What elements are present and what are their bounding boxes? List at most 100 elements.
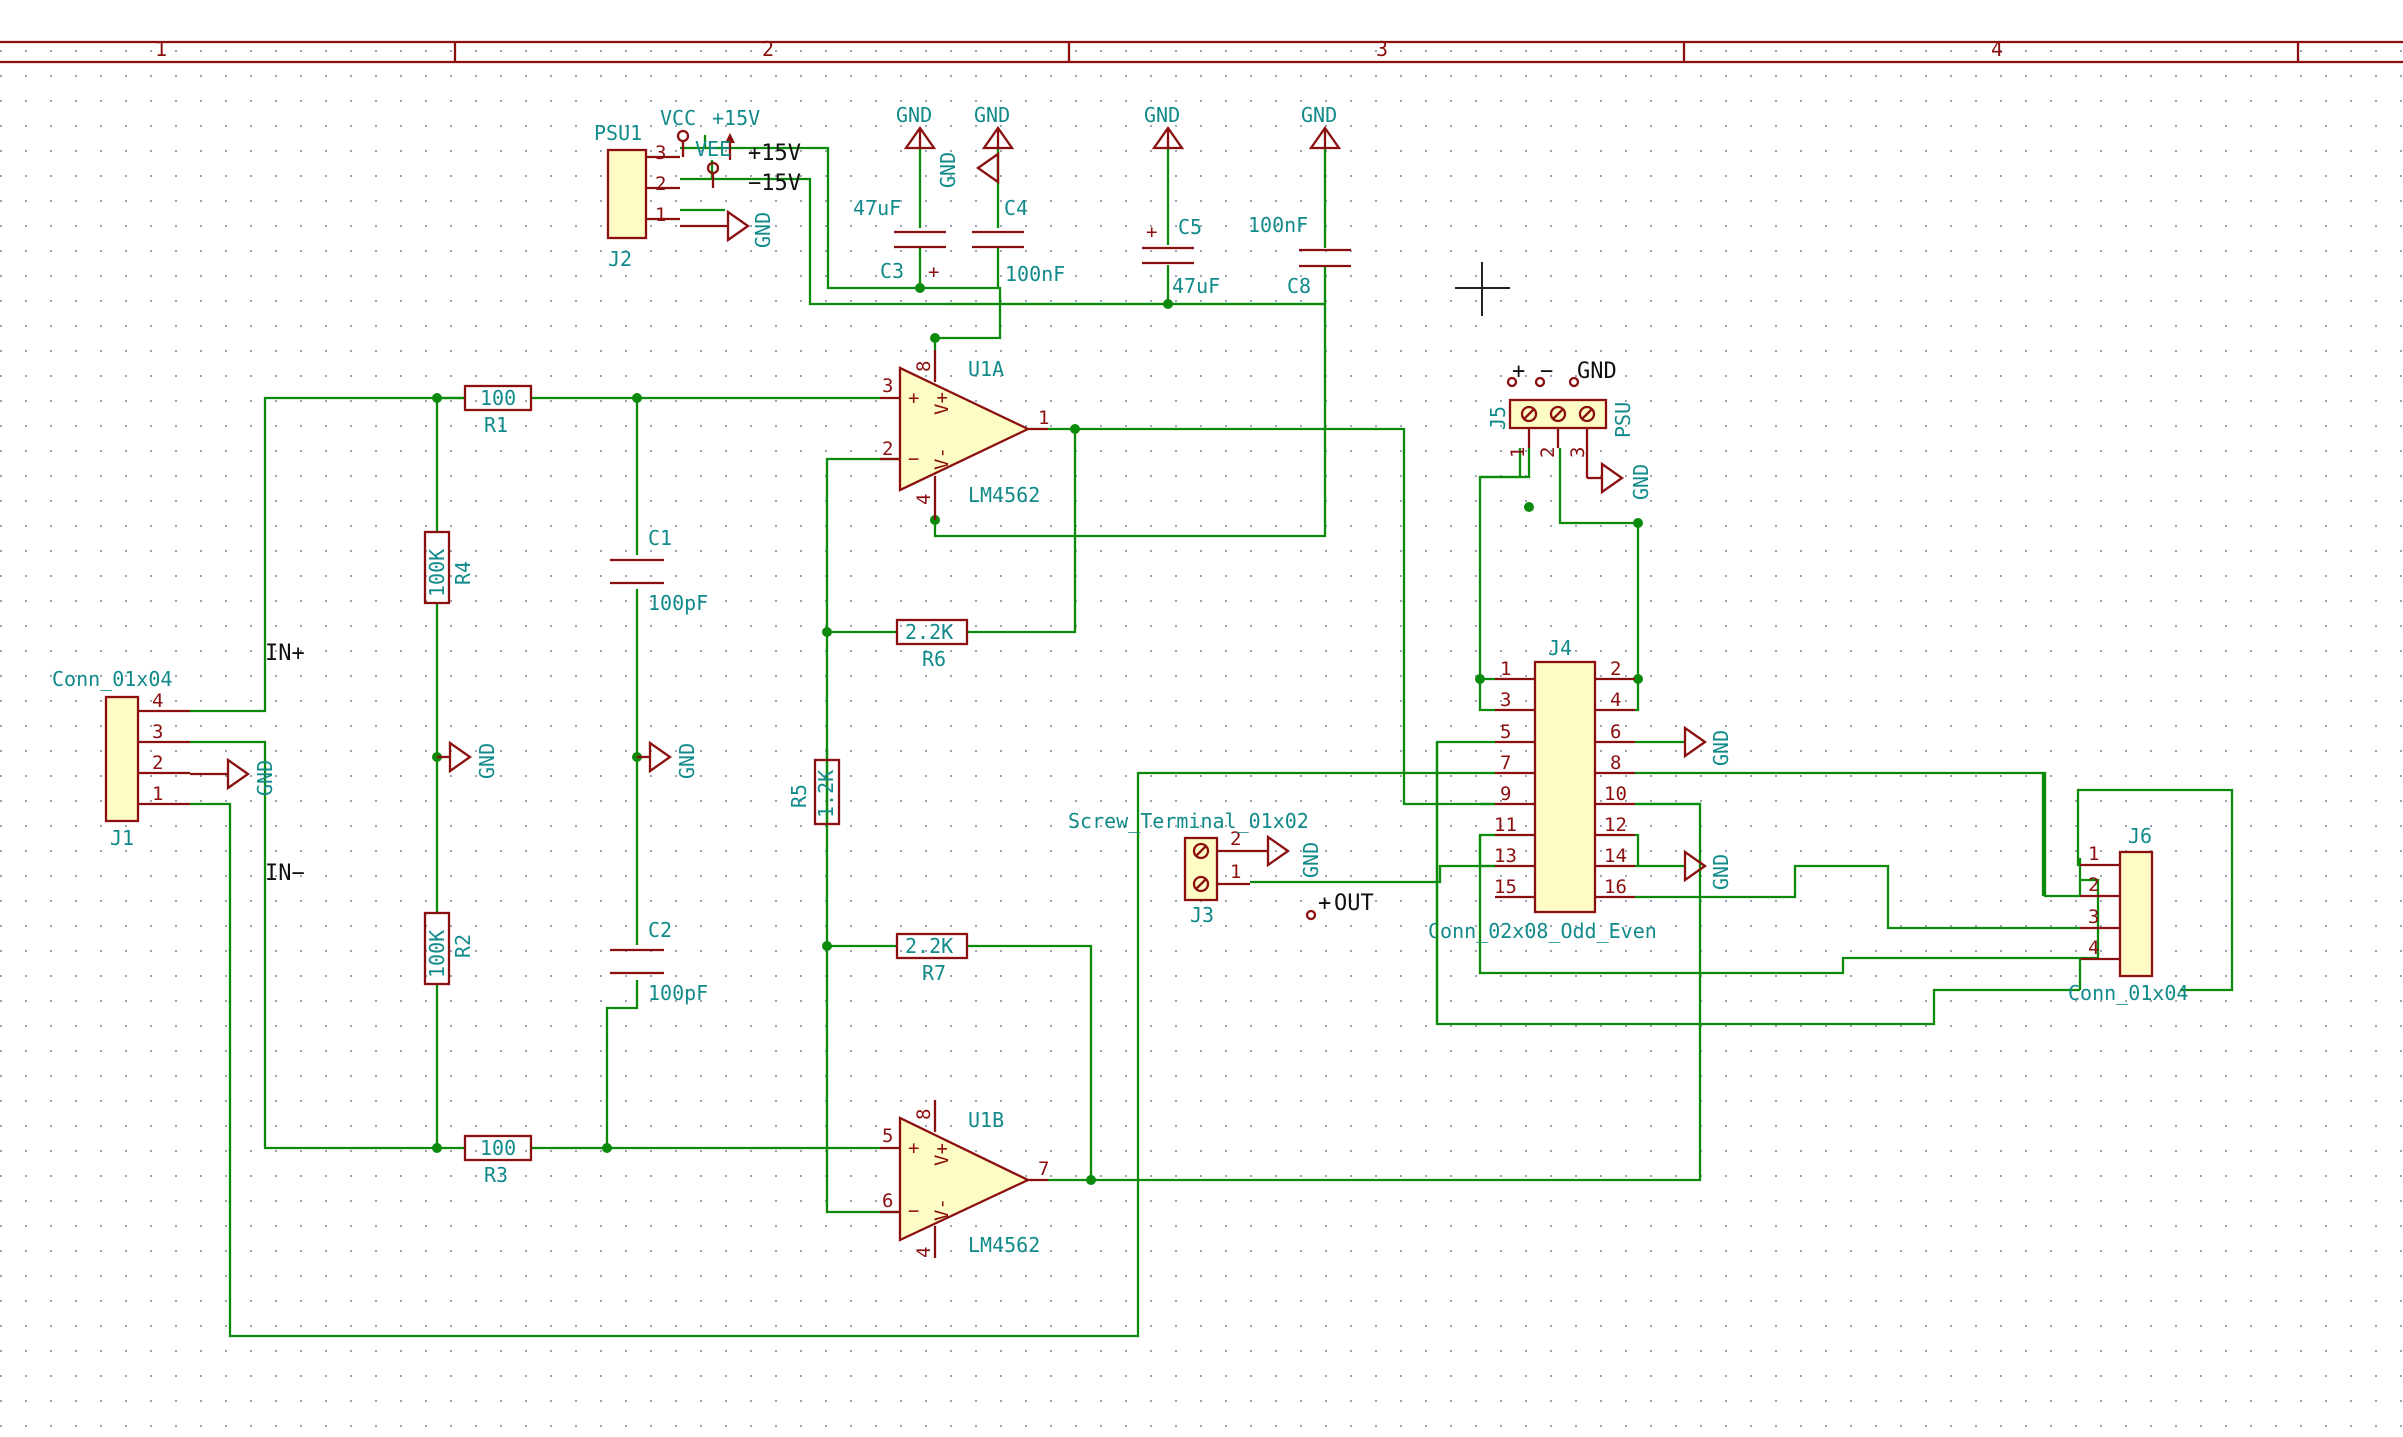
capacitor-c3[interactable]: 47uF C3 + [853, 196, 946, 283]
j1-pin3: 3 [152, 721, 163, 743]
j6-pin2: 2 [2088, 874, 2099, 896]
connector-j1[interactable]: Conn_01x04 J1 4 3 2 1 [52, 667, 190, 850]
cursor-crosshair [1455, 262, 1510, 316]
u1a-pin1: 1 [1038, 407, 1049, 429]
gnd-label-sideways: GND [936, 152, 960, 188]
c2-ref: C2 [648, 918, 672, 942]
gnd-label-c5: GND [1144, 103, 1180, 127]
resistor-r2[interactable]: 100K R2 [423, 911, 475, 986]
resistor-r6[interactable]: 2.2K R6 [895, 618, 969, 671]
gnd-label-j3: GND [1299, 842, 1323, 878]
resistor-r3[interactable]: 100 R3 [463, 1134, 533, 1187]
u1b-plus: + [908, 1137, 919, 1159]
gnd-label-c4: GND [974, 103, 1010, 127]
resistor-r4[interactable]: 100K R4 [423, 530, 475, 605]
gnd-top: GND GND GND GND GND [896, 103, 1342, 188]
psu1-gnd-symbol: GND [680, 209, 775, 248]
j4-left-pins: 1 3 5 7 9 11 13 15 [1494, 658, 1535, 899]
j2-ref: J2 [608, 247, 632, 271]
j1-pin4: 4 [152, 690, 163, 712]
resistor-r5[interactable]: 1.2K R5 [787, 758, 841, 826]
vcc-label: VCC [660, 106, 696, 130]
j4-pin16: 16 [1604, 876, 1627, 898]
c4-ref: C4 [1004, 196, 1028, 220]
gnd-label-c3: GND [896, 103, 932, 127]
j6-ref: J6 [2128, 824, 2152, 848]
gnd-j1: GND [190, 757, 277, 796]
resistor-r7[interactable]: 2.2K R7 [895, 932, 969, 985]
j4-pin12: 12 [1604, 814, 1627, 836]
j4-pin3: 3 [1500, 689, 1511, 711]
p15v-label: +15V [712, 106, 760, 130]
c8-value: 100nF [1248, 213, 1308, 237]
wire-j5-pin1 [1480, 448, 1531, 479]
c3-plus: + [928, 261, 939, 283]
u1a-pin3: 3 [882, 375, 893, 397]
psu1-connector[interactable]: PSU1 J2 3 2 1 [594, 121, 680, 271]
grid-dots [0, 45, 2403, 1437]
j5-label-plus: + [1512, 359, 1525, 384]
net-plus15: +15V [748, 141, 801, 166]
gnd-j4-pin6: GND [1683, 725, 1733, 766]
opamp-u1b[interactable]: 5 6 7 8 4 + − V+ V- U1B LM4562 [880, 1100, 1049, 1258]
u1b-vplus: V+ [931, 1143, 953, 1166]
c4-value: 100nF [1005, 262, 1065, 286]
j5-pin2: 2 [1537, 447, 1559, 458]
gnd-label-j1: GND [253, 760, 277, 796]
connector-j4[interactable]: J4 Conn_02x08_Odd_Even 1 3 5 7 9 11 13 1… [1428, 636, 1657, 943]
j5-label-minus: − [1540, 359, 1553, 384]
j3-pin1: 1 [1230, 861, 1241, 883]
c2-value: 100pF [648, 981, 708, 1005]
connector-j5[interactable]: 1 2 3 J5 PSU + − GND [1486, 359, 1635, 478]
u1a-ref: U1A [968, 357, 1004, 381]
net-in-minus: IN− [265, 861, 305, 886]
u1b-pin8: 8 [913, 1109, 935, 1120]
psu1-pin1: 1 [655, 204, 666, 226]
psu1-pin2: 2 [655, 173, 666, 195]
j4-pin11: 11 [1494, 814, 1517, 836]
j4-pin8: 8 [1610, 752, 1621, 774]
frame-col-4: 4 [1991, 37, 2003, 61]
gnd-r-column: GND [437, 740, 499, 779]
j4-pin7: 7 [1500, 752, 1511, 774]
gnd-label-j5: GND [1629, 464, 1653, 500]
net-out: OUT [1334, 891, 1374, 916]
capacitor-c1[interactable]: C1 100pF [610, 526, 708, 615]
j5-pin1: 1 [1507, 447, 1529, 458]
opamp-u1a[interactable]: 3 2 1 8 4 + − V+ V- U1A LM4562 [880, 350, 1049, 520]
gnd-label-c: GND [675, 743, 699, 779]
capacitor-c5[interactable]: + C5 47uF [1142, 215, 1220, 298]
r3-value: 100 [480, 1136, 516, 1160]
j6-pin1: 1 [2088, 843, 2099, 865]
frame-col-2: 2 [762, 37, 774, 61]
j4-value: Conn_02x08_Odd_Even [1428, 919, 1657, 943]
r7-ref: R7 [922, 961, 946, 985]
u1a-minus: − [908, 448, 919, 470]
r7-value: 2.2K [905, 934, 953, 958]
j6-pin4: 4 [2088, 937, 2099, 959]
capacitor-c2[interactable]: C2 100pF [610, 918, 708, 1005]
gnd-label-c8: GND [1301, 103, 1337, 127]
j4-pin1: 1 [1500, 658, 1511, 680]
u1b-value: LM4562 [968, 1233, 1040, 1257]
capacitor-c8[interactable]: 100nF C8 [1248, 213, 1351, 298]
wire-j1-pin1 [190, 771, 1495, 1338]
u1b-ref: U1B [968, 1108, 1004, 1132]
r1-ref: R1 [484, 413, 508, 437]
j3-value: Screw_Terminal_01x02 [1068, 809, 1309, 833]
j5-label-gnd: GND [1577, 359, 1617, 384]
resistor-r1[interactable]: 100 R1 [437, 384, 533, 437]
u1b-pin6: 6 [882, 1190, 893, 1212]
gnd-label-psu1: GND [751, 212, 775, 248]
c5-value: 47uF [1172, 274, 1220, 298]
gnd-j4-pin14: GND [1683, 849, 1733, 890]
c1-ref: C1 [648, 526, 672, 550]
connector-j3[interactable]: 2 1 Screw_Terminal_01x02 J3 [1068, 809, 1309, 927]
connector-j6[interactable]: 1 2 3 4 J6 Conn_01x04 [2068, 824, 2188, 1005]
c5-plus: + [1146, 221, 1157, 243]
psu1-pin3: 3 [655, 142, 666, 164]
capacitor-c4[interactable]: C4 100nF [972, 196, 1065, 286]
r2-value: 100K [425, 930, 449, 978]
j3-pin2: 2 [1230, 828, 1241, 850]
